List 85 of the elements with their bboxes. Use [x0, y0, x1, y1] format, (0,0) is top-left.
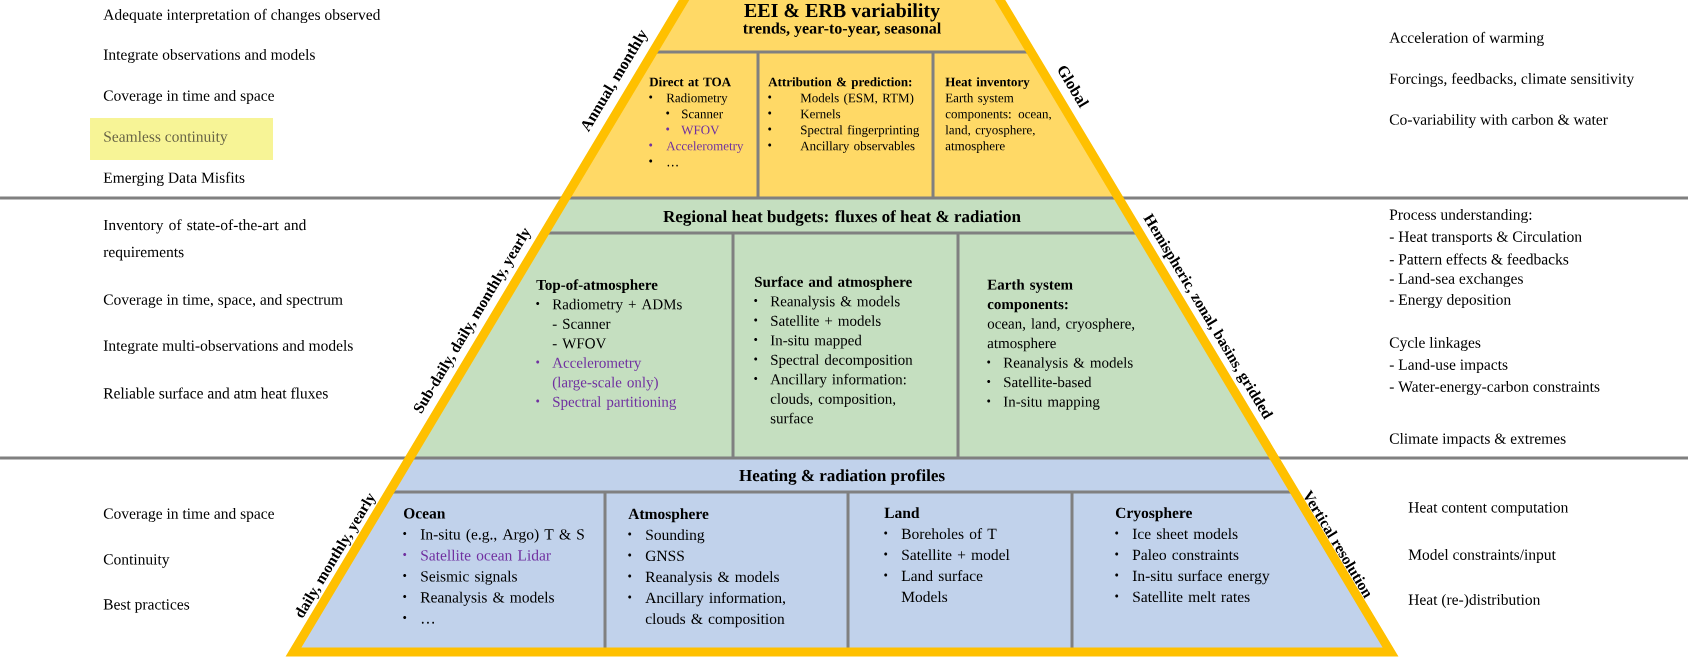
- node-label: Satellite-based: [1004, 376, 1092, 388]
- node-label: Satellite ocean Lidar: [421, 549, 551, 561]
- note-text: Climate impacts & extremes: [1389, 432, 1566, 447]
- note-text: Heat (re-)distribution: [1408, 593, 1541, 608]
- node-label: WFOV: [681, 125, 720, 135]
- node-label: GNSS: [645, 550, 684, 562]
- node-label: Cryosphere: [1115, 507, 1193, 522]
- node-label: Scanner: [682, 109, 723, 119]
- note-text: Emerging Data Misfits: [103, 171, 245, 187]
- highlighted-text: Seamless continuity: [90, 118, 273, 160]
- node-label: Kernels: [800, 109, 841, 119]
- node-label: Surface and atmosphere: [755, 276, 912, 290]
- bullet-list: Heat inventory Earth system components: ocean, land, cryosphere, atmosphere: [945, 77, 1051, 153]
- note-text: Coverage in time, space, and spectrum: [103, 293, 343, 309]
- node-label: Spectral fingerprinting: [801, 125, 920, 138]
- node-label: Ancillary information: clouds, composition, surface: [770, 373, 906, 424]
- node-label: Accelerometry (large-scale only): [552, 357, 658, 391]
- note-text: Cycle linkages: [1389, 336, 1481, 352]
- node-label: Models (ESM, RTM): [800, 93, 914, 105]
- bullet-list: Attribution & prediction: Models (ESM, RTM) Kernels Spectral fingerprinting Ancillary observables: [768, 77, 920, 153]
- node-label: Spectral partitioning: [553, 396, 677, 410]
- node-label: Radiometry: [666, 93, 728, 106]
- node-label: Radiometry + ADMs: [552, 298, 682, 313]
- note-text: Co-variability with carbon & water: [1389, 113, 1608, 129]
- node-label: …: [421, 621, 435, 624]
- node-label: In-situ surface energy: [1132, 570, 1270, 585]
- node-label: In-situ mapping: [1003, 396, 1100, 410]
- note-text: Acceleration of warming: [1389, 31, 1544, 47]
- note-text: - Land-use impacts: [1389, 358, 1508, 373]
- note-text: Process understanding:: [1389, 208, 1532, 224]
- node-label: Sounding: [646, 529, 705, 544]
- node-label: Spectral decomposition: [771, 354, 913, 368]
- node-label: Attribution & prediction:: [768, 77, 912, 89]
- note-text: - Energy deposition: [1389, 293, 1511, 309]
- node-label: Satellite + model: [902, 549, 1010, 561]
- bullet-list: Ocean In-situ (e.g., Argo) T & S Satellite ocean Lidar Seismic signals Reanalysis & models …: [403, 508, 584, 624]
- note-text: Coverage in time and space: [103, 89, 274, 105]
- node-label: - Scanner: [552, 318, 611, 329]
- node-label: Reanalysis & models: [420, 591, 554, 606]
- node-label: Accelerometry: [666, 141, 744, 154]
- note-text: Integrate observations and models: [103, 48, 315, 64]
- node-label: Direct at TOA: [649, 77, 731, 87]
- note-text: - Pattern effects & feedbacks: [1389, 253, 1569, 265]
- node-label: Boreholes of T: [901, 528, 997, 540]
- node-label: …: [667, 164, 678, 167]
- node-label: Land surface Models: [901, 570, 983, 603]
- bullet-list: Atmosphere Sounding GNSS Reanalysis & models Ancillary information, clouds & composition: [628, 508, 785, 628]
- bullet-list: Direct at TOA Radiometry Scanner WFOV Accelerometry …: [649, 77, 744, 167]
- node-label: Satellite melt rates: [1133, 591, 1250, 603]
- node-label: Ice sheet models: [1132, 528, 1238, 540]
- node-label: Reanalysis & models: [645, 571, 779, 586]
- node-label: In-situ mapped: [770, 334, 862, 349]
- bullet-list: Land Boreholes of T Satellite + model Land surface Models: [884, 507, 1010, 603]
- node-label: Paleo constraints: [1132, 549, 1239, 561]
- note-text: Inventory of state-of-the-art and requirements: [103, 219, 307, 261]
- bullet-list: Top-of-atmosphere Radiometry + ADMs - Scanner - WFOV Accelerometry (large-scale only) Spectral partitioning: [536, 279, 682, 410]
- node-label: Satellite + models: [771, 315, 881, 326]
- node-label: Atmosphere: [628, 508, 709, 523]
- note-text: - Land-sea exchanges: [1389, 272, 1523, 288]
- note-text: - Water-energy-carbon constraints: [1389, 380, 1600, 396]
- bullet-list: Earth system components: ocean, land, cryosphere, atmosphere Reanalysis & models Satellite-based In-situ mapping: [987, 279, 1135, 410]
- node-label: Ocean: [403, 508, 446, 519]
- note-text: Coverage in time and space: [103, 507, 274, 523]
- node-label: Ancillary observables: [800, 141, 915, 154]
- node-label: Reanalysis & models: [1003, 357, 1133, 371]
- note-text: Forcings, feedbacks, climate sensitivity: [1389, 72, 1635, 88]
- note-text: Model constraints/input: [1408, 548, 1556, 563]
- note-text: Best practices: [103, 599, 190, 613]
- node-label: ocean, land, cryosphere, atmosphere: [987, 318, 1135, 352]
- note-text: Adequate interpretation of changes observed: [103, 8, 381, 24]
- note-text: Reliable surface and atm heat fluxes: [103, 387, 328, 399]
- note-text: Continuity: [103, 554, 170, 568]
- bullet-list: Surface and atmosphere Reanalysis & models Satellite + models In-situ mapped Spectral decomposition Ancillary information: clouds, composition, surface: [754, 276, 913, 424]
- bullet-list: Cryosphere Ice sheet models Paleo constraints In-situ surface energy Satellite melt rates: [1115, 507, 1270, 603]
- node-label: In-situ (e.g., Argo) T & S: [420, 528, 584, 543]
- node-label: Seismic signals: [421, 570, 517, 585]
- node-label: Earth system components:: [987, 279, 1073, 313]
- node-label: Ancillary information, clouds & composition: [645, 592, 786, 628]
- note-text: Integrate multi-observations and models: [103, 339, 353, 355]
- note-text: - Heat transports & Circulation: [1389, 230, 1582, 245]
- node-label: Top-of-atmosphere: [536, 279, 658, 293]
- note-text: Heat content computation: [1408, 502, 1569, 516]
- node-label: Reanalysis & models: [770, 295, 900, 310]
- node-label: - WFOV: [552, 338, 607, 349]
- node-label: Land: [884, 507, 920, 519]
